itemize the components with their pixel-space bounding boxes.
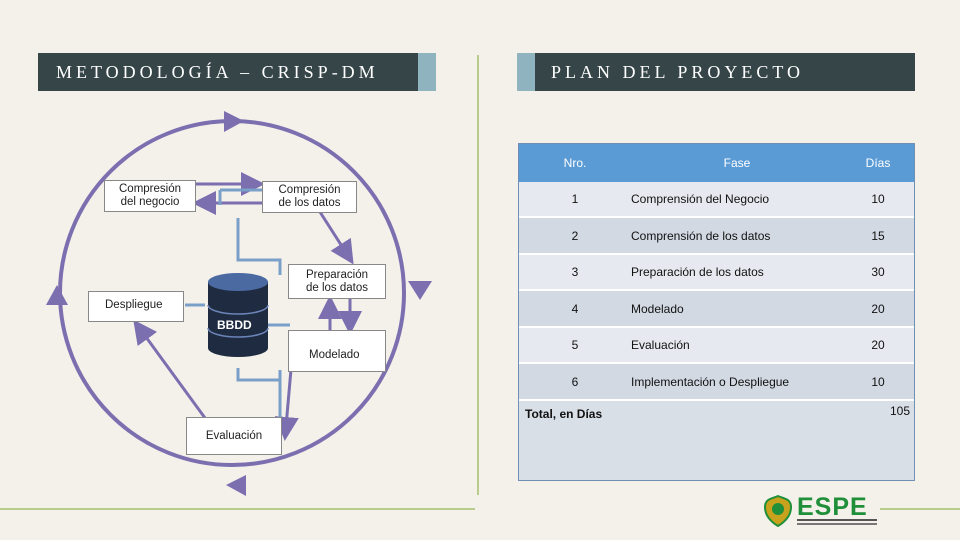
node-data-understanding: Compresión de los datos: [262, 181, 357, 213]
database-label: BBDD: [217, 318, 252, 332]
cell-fase: Evaluación: [631, 338, 690, 352]
total-value: 105: [889, 404, 910, 418]
total-label: Total, en Días: [525, 407, 603, 421]
divider-bottom-left: [0, 508, 475, 510]
cell-nro: 2: [571, 228, 579, 243]
table-row: 5 Evaluación 20: [519, 328, 914, 364]
header-nro: Nro.: [563, 156, 587, 170]
cell-dias: 10: [871, 192, 885, 206]
espe-logo: ESPE: [763, 493, 883, 529]
cell-fase: Implementación o Despliegue: [631, 374, 790, 389]
crisp-dm-diagram: [46, 111, 432, 496]
header-dias: Días: [865, 156, 891, 170]
espe-logo-text: ESPE: [797, 493, 868, 521]
cell-fase: Modelado: [631, 301, 684, 316]
db-link-business-data: [218, 188, 262, 205]
arrow-eval-to-deploy: [133, 319, 207, 419]
db-link-data-prep: [236, 218, 282, 275]
right-title-bar: PLAN DEL PROYECTO: [535, 53, 915, 91]
espe-shield-icon: [763, 495, 793, 527]
cycle-arrow-bottom: [226, 475, 246, 496]
node-evaluation: Evaluación: [186, 417, 282, 455]
table-row: 4 Modelado 20: [519, 291, 914, 328]
cell-dias: 20: [871, 338, 885, 352]
db-link-bottom: [236, 368, 280, 382]
cycle-arrow-left: [46, 285, 68, 305]
database-icon: [207, 273, 269, 357]
cycle-arrow-top: [224, 111, 244, 132]
espe-logo-subtext-lines: [797, 519, 877, 521]
cycle-arrow-right: [408, 281, 432, 300]
left-title-bar: METODOLOGÍA – CRISP-DM: [38, 53, 418, 91]
divider-vertical: [477, 55, 479, 495]
table-row: 6 Implementación o Despliegue 10: [519, 364, 914, 401]
cell-fase: Preparación de los datos: [631, 265, 764, 279]
right-title: PLAN DEL PROYECTO: [551, 61, 805, 82]
cell-nro: 1: [571, 192, 579, 206]
cell-nro: 3: [571, 265, 579, 279]
cell-dias: 15: [871, 228, 885, 243]
table-row: 1 Comprensión del Negocio 10: [519, 182, 914, 218]
cell-nro: 6: [571, 374, 579, 389]
cell-nro: 4: [571, 301, 579, 316]
arrow-data-to-prep: [318, 211, 354, 265]
node-business-understanding: Compresión del negocio: [104, 180, 196, 212]
right-title-accent: [517, 53, 535, 91]
node-deployment: Despliegue: [88, 291, 184, 322]
left-title: METODOLOGÍA – CRISP-DM: [56, 61, 379, 82]
cell-nro: 5: [571, 338, 579, 352]
node-modeling: Modelado: [288, 330, 386, 372]
divider-bottom-right: [880, 508, 960, 510]
cell-dias: 30: [871, 265, 885, 279]
table-row: 3 Preparación de los datos 30: [519, 255, 914, 291]
left-title-accent: [418, 53, 436, 91]
total-row: Total, en Días 105: [519, 401, 914, 421]
cell-dias: 10: [871, 374, 885, 389]
plan-table: Nro. Fase Días 1 Comprensión del Negocio…: [518, 143, 915, 481]
cell-dias: 20: [871, 301, 885, 316]
table-row: 2 Comprensión de los datos 15: [519, 218, 914, 255]
header-fase: Fase: [723, 156, 751, 170]
cell-fase: Comprensión de los datos: [631, 228, 771, 243]
table-header: Nro. Fase Días: [519, 144, 914, 182]
node-data-preparation: Preparación de los datos: [288, 264, 386, 299]
cell-fase: Comprensión del Negocio: [631, 192, 770, 206]
